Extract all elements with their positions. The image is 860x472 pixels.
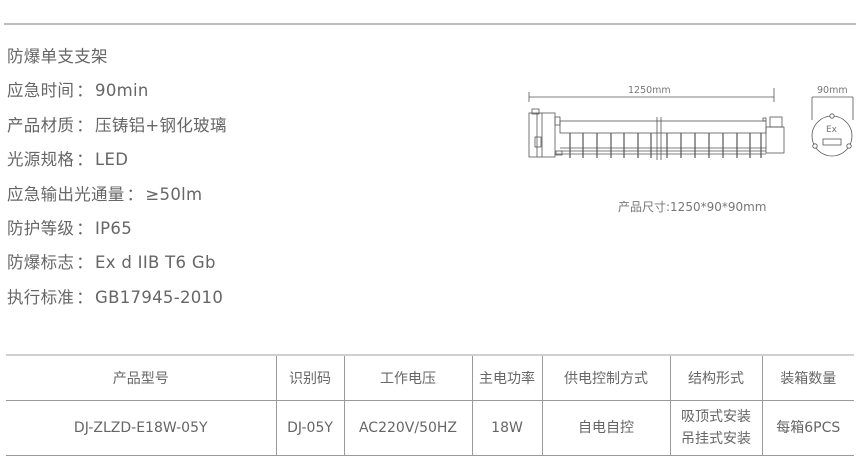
product-drawing: 1250mm 90mm xyxy=(520,80,860,170)
header-power: 主电功率 xyxy=(471,354,543,401)
spec-item-emergency-time: 应急时间：90min xyxy=(7,74,227,108)
spec-item-luminous-flux: 应急输出光通量：≥50lm xyxy=(7,178,227,212)
cell-control: 自电自控 xyxy=(541,400,671,456)
spec-label: 产品材质 xyxy=(7,115,75,135)
spec-value: LED xyxy=(95,150,129,170)
structure-pendant: 吊挂式安装 xyxy=(681,431,751,447)
spec-item-protection: 防护等级：IP65 xyxy=(7,212,227,246)
spec-label: 防爆标志 xyxy=(7,253,75,273)
width-dimension-label: 90mm xyxy=(817,85,848,96)
spec-separator: ： xyxy=(76,81,94,101)
spec-separator: ： xyxy=(76,287,94,307)
spec-label: 光源规格 xyxy=(7,150,75,170)
top-divider xyxy=(4,23,856,25)
spec-label: 防护等级 xyxy=(7,218,75,238)
spec-value: GB17945-2010 xyxy=(95,287,224,307)
length-dimension-label: 1250mm xyxy=(628,85,671,96)
header-voltage: 工作电压 xyxy=(343,354,473,401)
spec-title: 防爆单支支架 xyxy=(7,40,227,74)
spec-separator: ： xyxy=(76,150,94,170)
spec-value: 压铸铝+钢化玻璃 xyxy=(95,115,227,135)
spec-value: Ex d IIB T6 Gb xyxy=(95,253,216,273)
header-packing: 装箱数量 xyxy=(761,354,854,401)
spec-item-standard: 执行标准：GB17945-2010 xyxy=(7,281,227,315)
size-caption: 产品尺寸:1250*90*90mm xyxy=(618,200,767,214)
spec-value: IP65 xyxy=(95,218,133,238)
spec-label: 应急输出光通量 xyxy=(7,184,125,204)
spec-item-material: 产品材质：压铸铝+钢化玻璃 xyxy=(7,109,227,143)
header-control: 供电控制方式 xyxy=(541,354,671,401)
spec-label: 应急时间 xyxy=(7,81,75,101)
header-structure: 结构形式 xyxy=(669,354,763,401)
spec-list: 防爆单支支架 应急时间：90min 产品材质：压铸铝+钢化玻璃 光源规格：LED… xyxy=(7,40,227,315)
cell-packing: 每箱6PCS xyxy=(761,400,854,456)
ex-mark-label: Ex xyxy=(826,125,838,135)
cell-model: DJ-ZLZD-E18W-05Y xyxy=(6,400,277,456)
cell-power: 18W xyxy=(471,400,543,456)
spec-title-text: 防爆单支支架 xyxy=(7,47,108,66)
header-model: 产品型号 xyxy=(6,354,277,401)
spec-separator: ： xyxy=(126,184,144,204)
table-header-row: 产品型号 识别码 工作电压 主电功率 供电控制方式 结构形式 装箱数量 xyxy=(6,354,854,401)
spec-value: ≥50lm xyxy=(145,184,203,204)
spec-item-ex-mark: 防爆标志：Ex d IIB T6 Gb xyxy=(7,246,227,280)
spec-item-light-source: 光源规格：LED xyxy=(7,143,227,177)
table-row: DJ-ZLZD-E18W-05Y DJ-05Y AC220V/50HZ 18W … xyxy=(6,400,854,456)
structure-ceiling: 吸顶式安装 xyxy=(681,409,751,425)
header-code: 识别码 xyxy=(275,354,345,401)
spec-label: 执行标准 xyxy=(7,287,75,307)
fixture-drawing-icon xyxy=(528,88,854,160)
cell-code: DJ-05Y xyxy=(275,400,345,456)
spec-separator: ： xyxy=(76,115,94,135)
cell-voltage: AC220V/50HZ xyxy=(343,400,473,456)
spec-separator: ： xyxy=(76,253,94,273)
spec-separator: ： xyxy=(76,218,94,238)
cell-structure: 吸顶式安装 吊挂式安装 xyxy=(669,400,763,456)
spec-table: 产品型号 识别码 工作电压 主电功率 供电控制方式 结构形式 装箱数量 DJ-Z… xyxy=(6,354,854,456)
spec-value: 90min xyxy=(95,81,149,101)
